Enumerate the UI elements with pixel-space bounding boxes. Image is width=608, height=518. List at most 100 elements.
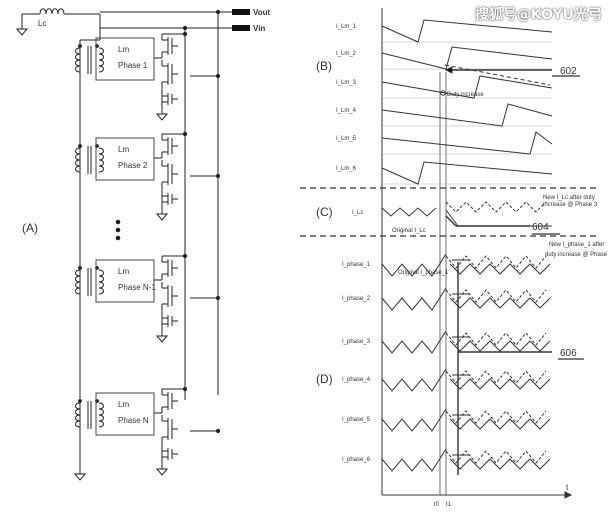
- t1-label: t1: [446, 502, 452, 508]
- lm-label: Lm: [118, 400, 129, 409]
- phase-waveform-original: [381, 253, 447, 277]
- lm-waveform: [381, 19, 553, 43]
- lm-trace-label: I_Lm_2: [336, 51, 357, 57]
- phase-waveform-new: [445, 370, 547, 384]
- phase-name-label: Phase N: [118, 416, 149, 425]
- lm-label: Lm: [118, 267, 129, 276]
- lm-trace-label: I_Lm_6: [336, 166, 357, 172]
- junction-dot: [78, 44, 82, 48]
- coil-winding: [75, 402, 81, 428]
- coil-winding: [98, 402, 104, 428]
- coil-winding: [98, 147, 104, 173]
- lc-waveform-original: [381, 207, 437, 217]
- circuit-diagram: [15, 8, 250, 481]
- lm-waveform: [381, 103, 553, 127]
- phase-cell: [75, 31, 221, 121]
- phase-waveform-original: [381, 330, 447, 354]
- waveform-diagram: [300, 8, 600, 499]
- lc-trace-label: I_Lc: [352, 210, 363, 216]
- ground-icon: [73, 473, 87, 481]
- lm-label: Lm: [118, 45, 129, 54]
- ground-icon: [155, 468, 169, 476]
- panel-c-label: (C): [316, 205, 333, 219]
- t-axis-label: t: [566, 483, 569, 492]
- lm3-dashed-new: [444, 64, 551, 86]
- junction-dot: [215, 295, 221, 301]
- vout-terminal: [232, 9, 250, 15]
- new-lc-label-1: New I_Lc after duty: [543, 195, 595, 201]
- phase-name-label: Phase N-1: [118, 283, 156, 292]
- junction-dot: [215, 9, 221, 15]
- junction-dot: [182, 386, 188, 392]
- ground-icon: [155, 113, 169, 121]
- original-phase1-label: Original I_phase_1: [398, 270, 449, 276]
- junction-dot: [78, 144, 82, 148]
- phase-trace-label: I_phase_2: [342, 296, 371, 302]
- ref-602: 602: [560, 66, 577, 77]
- phase-trace-label: I_phase_4: [342, 377, 371, 383]
- lm-trace-label: I_Lm_4: [336, 108, 357, 114]
- phase-waveform-solid: [449, 458, 551, 470]
- phase-waveform-new: [445, 289, 547, 303]
- original-lc-label: Original I_Lc: [392, 228, 426, 234]
- lm-waveform: [381, 75, 553, 99]
- coil-winding: [75, 47, 81, 73]
- lm-trace-label: I_Lm_1: [336, 24, 357, 30]
- lm-waveform: [381, 131, 553, 155]
- ref-602-arrow: [444, 66, 453, 74]
- ellipsis-dot: [115, 235, 121, 241]
- junction-dot: [182, 253, 188, 259]
- panel-b-label: (B): [316, 59, 332, 73]
- phase-waveform-new: [445, 410, 547, 424]
- lc-waveform-new: [445, 201, 547, 213]
- lm-waveform: [381, 161, 553, 185]
- phase-waveform-solid: [449, 418, 551, 430]
- watermark: 搜狐号@KOYU光弓: [474, 7, 602, 23]
- lm-trace-label: I_Lm_5: [336, 136, 357, 142]
- phase-waveform-new: [445, 450, 547, 464]
- lc-inductor: [39, 8, 65, 15]
- junction-dot: [215, 73, 221, 79]
- phase-name-label: Phase 2: [118, 161, 148, 170]
- ground-icon: [15, 28, 29, 36]
- lc-label: Lc: [38, 19, 46, 28]
- lm-trace-label: I_Lm_3: [336, 80, 357, 86]
- new-phase-label-1: New I_phase_1 after: [549, 242, 604, 248]
- phase-waveform-original: [381, 448, 447, 472]
- coil-winding: [75, 147, 81, 173]
- ellipsis-dot: [115, 227, 121, 233]
- ground-icon: [155, 335, 169, 343]
- phase-waveform-solid: [449, 297, 551, 309]
- junction-dot: [215, 428, 221, 434]
- phase-box: [95, 137, 155, 181]
- phase-waveform-original: [381, 287, 447, 311]
- duty-marker: [440, 90, 446, 96]
- phase-waveform-solid: [449, 340, 551, 352]
- time-axis-arrow: [564, 491, 573, 499]
- phase-box: [95, 392, 155, 436]
- coil-winding: [98, 47, 104, 73]
- duty-increase-label: Duty increase: [447, 92, 484, 98]
- vout-label: Vout: [253, 8, 271, 17]
- phase-trace-label: I_phase_5: [342, 417, 371, 423]
- new-lc-label-2: increase @ Phase 3: [543, 202, 598, 208]
- ref-604-leader: [445, 215, 457, 227]
- phase-trace-label: I_phase_1: [342, 262, 371, 268]
- phase-box: [95, 259, 155, 303]
- junction-dot: [78, 399, 82, 403]
- vin-label: Vin: [253, 24, 265, 33]
- panel-a-label: (A): [22, 221, 38, 235]
- ellipsis-dot: [115, 219, 121, 225]
- panel-d-label: (D): [316, 372, 333, 386]
- new-phase-label-2: duty increase @ Phase 3: [545, 252, 608, 258]
- phase-box: [95, 37, 155, 81]
- lm-label: Lm: [118, 145, 129, 154]
- coil-winding: [75, 269, 81, 295]
- ref-604: 604: [532, 222, 549, 233]
- vin-terminal: [232, 25, 250, 31]
- phase-name-label: Phase 1: [118, 61, 148, 70]
- phase-cell: [75, 253, 221, 343]
- junction-dot: [182, 31, 188, 37]
